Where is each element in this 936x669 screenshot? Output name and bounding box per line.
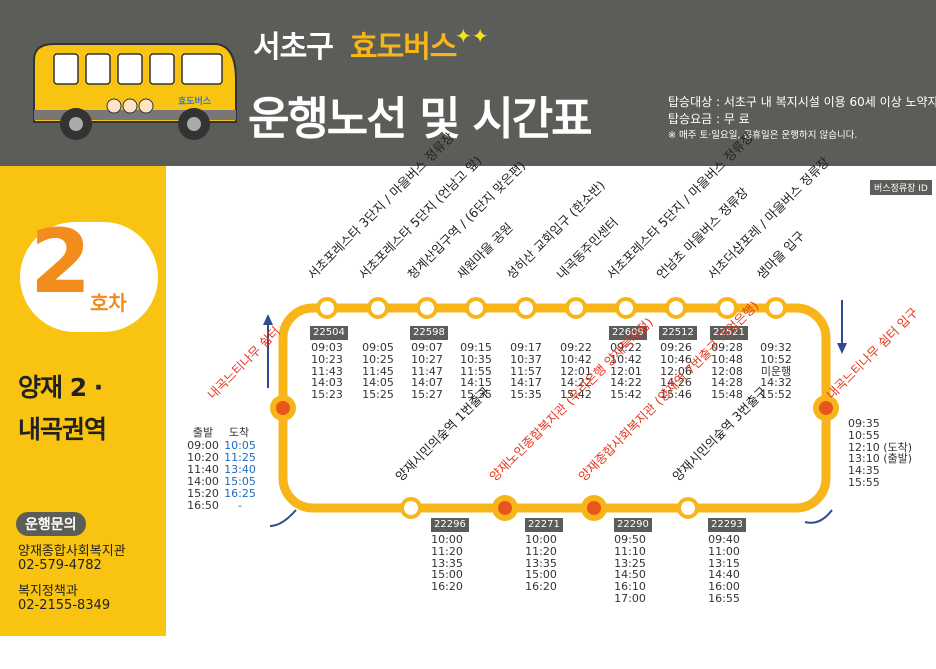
stop-marker — [765, 297, 787, 319]
stop-times: 09:40 11:00 13:15 14:40 16:00 16:55 — [704, 534, 744, 605]
stop-id: 22598 — [410, 326, 448, 340]
depart-label: 출발 — [186, 427, 220, 439]
arrive-label: 도착 — [222, 427, 256, 439]
stop-id: 22504 — [310, 326, 348, 340]
stop-marker — [465, 297, 487, 319]
stop-id: 22293 — [708, 518, 746, 532]
stop-marker-left — [272, 397, 294, 419]
stop-marker — [494, 497, 516, 519]
arrive-times: 10:05 11:25 13:40 15:05 16:25 - — [222, 440, 258, 512]
stop-marker — [615, 297, 637, 319]
stop-marker — [316, 297, 338, 319]
stop-marker — [515, 297, 537, 319]
stop-id: 22290 — [614, 518, 652, 532]
stop-times: 09:07 10:27 11:47 14:07 15:27 — [407, 342, 447, 401]
stop-marker — [565, 297, 587, 319]
stop-marker — [416, 297, 438, 319]
stop-marker — [367, 297, 389, 319]
stop-marker — [400, 497, 422, 519]
stop-times: 09:17 10:37 11:57 14:17 15:35 — [506, 342, 546, 401]
right-stop-times: 09:35 10:55 12:10 (도착) 13:10 (출발) 14:35 … — [848, 418, 934, 489]
stop-marker — [583, 497, 605, 519]
stop-times: 10:00 11:20 13:35 15:00 16:20 — [427, 534, 467, 593]
depart-times: 09:00 10:20 11:40 14:00 15:20 16:50 — [186, 440, 220, 512]
stop-times: 09:05 10:25 11:45 14:05 15:25 — [358, 342, 398, 401]
stop-id: 22512 — [659, 326, 697, 340]
stop-times: 10:00 11:20 13:35 15:00 16:20 — [521, 534, 561, 593]
stop-times: 09:03 10:23 11:43 14:03 15:23 — [307, 342, 347, 401]
stop-times: 09:50 11:10 13:25 14:50 16:10 17:00 — [610, 534, 650, 605]
stop-id: 22296 — [431, 518, 469, 532]
stop-marker — [677, 497, 699, 519]
stop-id: 22271 — [525, 518, 563, 532]
stop-marker — [665, 297, 687, 319]
